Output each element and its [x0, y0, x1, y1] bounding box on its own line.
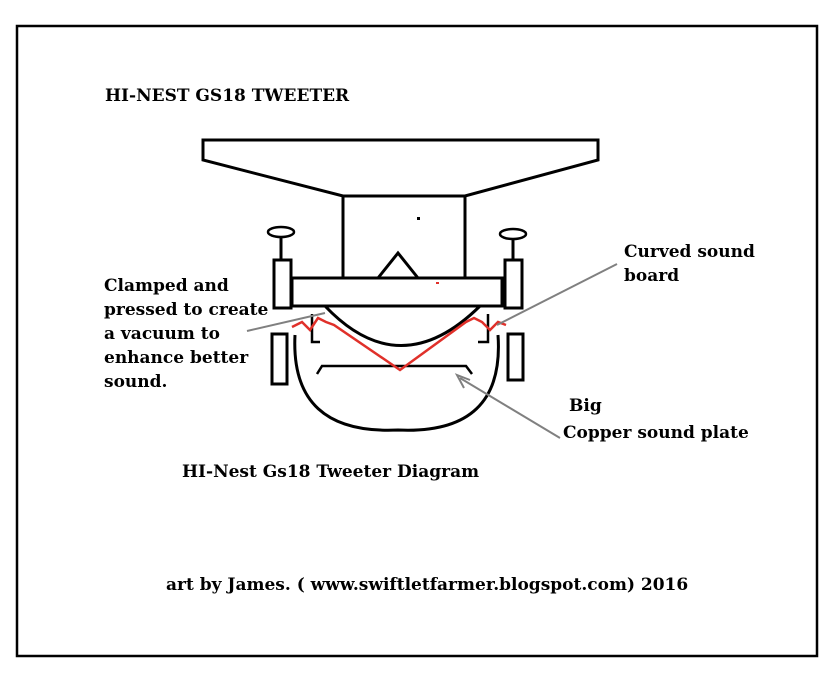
throat-box [341, 194, 467, 280]
phase-plug [376, 250, 420, 279]
left-bracket [310, 314, 320, 344]
left-pointer-line [246, 312, 326, 332]
small-mark [417, 217, 420, 220]
page-title: HI-NEST GS18 TWEETER [105, 86, 350, 106]
right-callout: Curved sound board [624, 242, 755, 286]
credit-line: art by James. ( www.swiftletfarmer.blogs… [166, 575, 689, 595]
bottom-bowl [293, 334, 500, 432]
left-callout: Clamped and pressed to create a vacuum t… [104, 276, 269, 392]
small-mark-red [436, 282, 439, 284]
right-lower-clamp [506, 332, 525, 382]
outer-frame [15, 24, 819, 658]
bottom-callout-line1: Big [569, 396, 602, 416]
curved-sound-board [323, 304, 482, 347]
bottom-callout-line2: Copper sound plate [563, 423, 749, 443]
left-screw-head [266, 225, 296, 239]
right-upper-clamp [503, 258, 524, 310]
right-screw-head [498, 227, 528, 241]
right-pointer-line [496, 263, 618, 326]
horn-flare [201, 138, 600, 198]
left-lower-clamp [270, 332, 289, 386]
red-diaphragm-wave [291, 316, 507, 372]
bottom-pointer-line [459, 377, 561, 439]
mounting-bar [290, 276, 504, 308]
left-upper-clamp [272, 258, 293, 310]
bottom-pointer-arrowhead [454, 373, 471, 389]
right-bracket [478, 314, 490, 344]
diagram-caption: HI-Nest Gs18 Tweeter Diagram [182, 462, 480, 482]
